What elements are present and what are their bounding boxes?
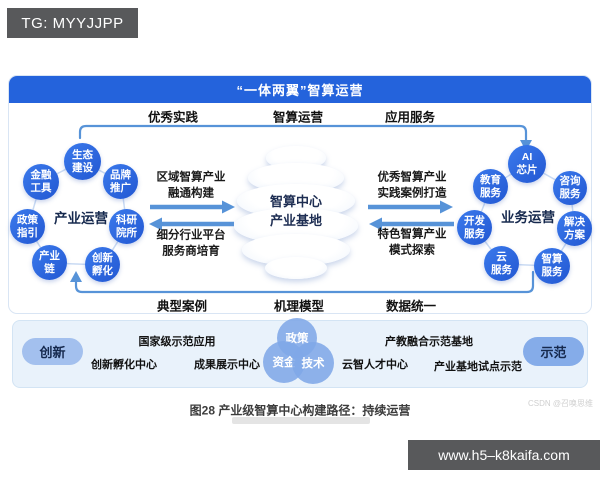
caption-smudge	[232, 417, 370, 424]
node-finance-tools: 金融 工具	[23, 164, 59, 200]
flow-left-in-label: 细分行业平台 服务商培育	[156, 229, 226, 257]
milestone-incubation-center: 创新孵化中心	[91, 359, 157, 371]
tg-badge-text: TG: MYYJJPP	[21, 14, 124, 32]
milestone-national-demo-app: 国家级示范应用	[138, 336, 216, 348]
top-label-application-service: 应用服务	[384, 110, 436, 125]
site-badge-text: www.h5–k8kaifa.com	[438, 447, 570, 463]
site-badge: www.h5–k8kaifa.com	[408, 440, 600, 470]
timeline-end-pill: 示范	[523, 337, 584, 366]
bottom-label-mechanism-model: 机理模型	[273, 299, 325, 314]
banner: “一体两翼”智算运营	[9, 76, 591, 103]
node-solution: 解决 方案	[557, 211, 592, 246]
node-eco-construction: 生态 建设	[64, 143, 101, 180]
flow-left-out-label: 区域智算产业 融通构建	[156, 171, 226, 199]
left-cluster-label: 产业运营	[54, 211, 108, 226]
node-ai-chip: AI 芯片	[508, 145, 546, 183]
bottom-label-typical-case: 典型案例	[156, 299, 208, 314]
node-dev-service: 开发 服务	[457, 210, 492, 245]
node-innovation-incubation: 创新 孵化	[85, 247, 120, 282]
node-education-service: 教育 服务	[473, 169, 508, 204]
node-compute-service: 智算 服务	[534, 248, 570, 284]
flow-right-out-label: 优秀智算产业 实践案例打造	[377, 171, 447, 199]
bottom-label-data-unify: 数据统一	[385, 299, 437, 314]
center-title: 智算中心 产业基地	[269, 194, 323, 228]
node-cloud-service: 云 服务	[484, 246, 519, 281]
banner-title: “一体两翼”智算运营	[236, 83, 364, 98]
node-industry-chain: 产业 链	[32, 245, 67, 280]
diagram-frame	[8, 75, 592, 314]
top-label-compute-operation: 智算运营	[272, 110, 324, 125]
tg-badge: TG: MYYJJPP	[7, 8, 138, 38]
milestone-achievement-center: 成果展示中心	[194, 359, 260, 371]
top-label-excellent-practice: 优秀实践	[147, 110, 199, 125]
csdn-watermark: CSDN @召唤思维	[527, 399, 593, 408]
node-research-institutes: 科研 院所	[109, 209, 144, 244]
node-policy-guide: 政策 指引	[10, 209, 45, 244]
right-cluster-label: 业务运营	[501, 210, 555, 225]
figure-caption: 图28 产业级智算中心构建路径：持续运营	[189, 403, 411, 418]
timeline-start-pill: 创新	[22, 338, 83, 365]
flow-right-in-label: 特色智算产业 模式探索	[377, 228, 447, 256]
milestone-industry-education-base: 产教融合示范基地	[385, 336, 473, 348]
milestone-talent-center: 云智人才中心	[342, 359, 408, 371]
stack-ellipse	[265, 257, 327, 279]
milestone-pilot-demo: 产业基地试点示范	[434, 361, 522, 373]
venn-technology: 技术	[292, 342, 334, 384]
node-brand-promotion: 品牌 推广	[103, 164, 138, 199]
node-consulting-service: 咨询 服务	[553, 171, 587, 205]
